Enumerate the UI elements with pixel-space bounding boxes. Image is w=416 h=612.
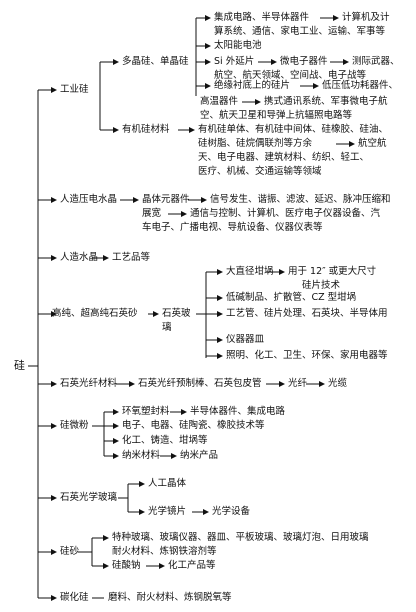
node-nami: 纳米材料 (122, 450, 161, 461)
node-namichanpin: 纳米产品 (180, 450, 219, 461)
node-taiyang: 太阳能电池 (214, 40, 262, 51)
node-tanhuagui: 碳化硅 (60, 592, 89, 603)
node-shiying2: 璃 (162, 322, 172, 333)
node-si: Si 外延片 (214, 56, 255, 67)
node-jicheng: 集成电路、半导体器件 (214, 12, 310, 23)
node-bandaoti: 半导体器件、集成电路 (190, 406, 286, 417)
node-hangtian2: 空、航天卫星和导弹上抗辐照电路等 (200, 110, 353, 121)
node-jingti: 晶体元器件 (142, 194, 190, 205)
node-guiweifen: 硅微粉 (60, 420, 89, 431)
node-hangtian: 航空、航天领域、空间战、电子战等 (214, 70, 367, 81)
node-dianzi: 电子、电器、硅陶瓷、橡胶技术等 (122, 420, 265, 431)
node-gaowen: 高温器件 (200, 96, 239, 107)
node-gaochun: 高纯、超高纯石英砂 (52, 308, 138, 319)
node-yongyu: 用于 12″ 或更大尺寸 (288, 266, 377, 277)
node-jisuanji: 计算机及计 (342, 12, 390, 23)
node-xinhao: 信号发生、谐振、滤波、延迟、脉冲压缩和 (210, 194, 391, 205)
node-guanglan: 光缆 (328, 378, 348, 389)
node-moliao: 磨料、耐火材料、炼钢脱氧等 (108, 592, 232, 603)
node-qiche: 车电子、广播电视、导航设备、仪器仪表等 (142, 222, 323, 233)
node-guisha: 硅砂 (60, 546, 80, 557)
node-rengongjingti: 人工晶体 (148, 478, 187, 489)
node-dazhijing: 大直径坩埚 (226, 266, 274, 277)
node-youji: 有机硅材料 (122, 124, 170, 135)
node-zhanguang: 展宽 (142, 208, 162, 219)
node-huagong: 化工、铸造、坩埚等 (122, 435, 208, 446)
node-shiying: 石英玻 (162, 308, 191, 319)
node-youji1: 有机硅单体、有机硅中间体、硅橡胶、硅油、 (198, 124, 389, 135)
node-youji3: 天、电子电器、建筑材料、纺织、轻工、 (198, 152, 370, 163)
node-naihuo: 耐火材料、炼钢铁溶剂等 (112, 546, 217, 557)
node-yuzhi: 石英光纤预制棒、石英包皮管 (138, 378, 262, 389)
node-youji2: 硅树脂、硅烷偶联剂等方余 (198, 138, 313, 149)
node-rengong: 人造压电水晶 (60, 194, 118, 205)
node-teizhong: 特种玻璃、玻璃仪器、器皿、平板玻璃、玻璃灯泡、日用玻璃 (112, 532, 369, 543)
node-guangxueshebei: 光学设备 (212, 506, 251, 517)
node-weidianzi: 微电子器件 (280, 56, 328, 67)
node-duojing: 多晶硅、单晶硅 (122, 56, 189, 67)
node-zhidao: 测际武器、 (352, 56, 400, 67)
node-guipian: 硅片技术 (302, 280, 341, 291)
node-jueyuan: 绝缘衬底上的硅片 (214, 80, 291, 91)
node-rengong2: 人造水晶 (60, 252, 99, 263)
node-guisuanna: 硅酸钠 (112, 560, 141, 571)
node-jisuanji2: 算系统、通信、家电工业、运输、军事等 (214, 26, 386, 37)
node-gongyi: 工艺管、硅片处理、石英块、半导体用 (226, 308, 388, 319)
node-huanyang: 环氧塑封料 (122, 406, 170, 417)
node-guangxian2: 光纤 (288, 378, 308, 389)
node-youji4: 医疗、机械、交通运输等领域 (198, 166, 322, 177)
root-label: 硅 (14, 359, 25, 372)
node-digongsun: 低压低功耗器件、 (322, 80, 399, 91)
node-gongyipin: 工艺品等 (112, 252, 151, 263)
node-gongye: 工业硅 (60, 84, 89, 95)
node-xiedai: 携式通讯系统、军事微电子航 (264, 96, 388, 107)
node-huagongchanpin: 化工产品等 (168, 560, 216, 571)
node-hangkong: 航空航 (358, 138, 387, 149)
node-guangxue: 石英光学玻璃 (60, 492, 118, 503)
node-guangxian: 石英光纤材料 (60, 378, 118, 389)
node-dijian: 低碱制品、扩散管、CZ 型坩埚 (226, 292, 357, 303)
node-tongxin: 通信与控制、计算机、医疗电子仪器设备、汽 (190, 208, 381, 219)
node-guangxuejingpian: 光学镜片 (148, 506, 187, 517)
node-yiqi: 仪器器皿 (226, 334, 265, 345)
node-zhaoming: 照明、化工、卫生、环保、家用电器等 (226, 350, 388, 361)
